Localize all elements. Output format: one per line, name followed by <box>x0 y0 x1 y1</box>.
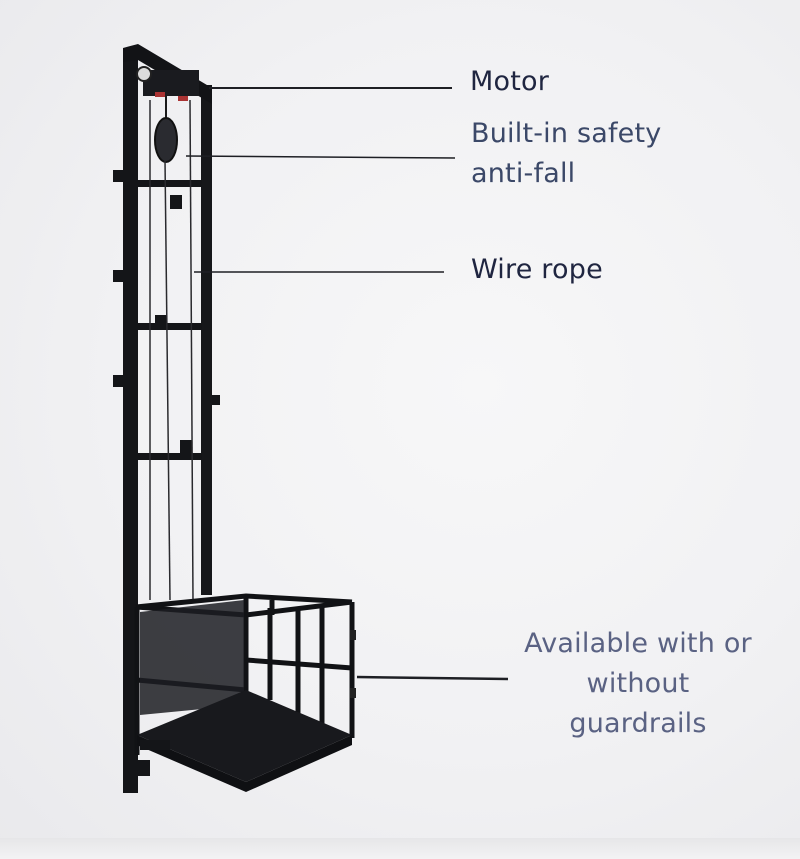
motor-light-left <box>155 92 165 97</box>
left-rail <box>123 48 138 793</box>
back-panel <box>140 600 244 715</box>
floor <box>0 838 800 859</box>
label-wire-rope: Wire rope <box>471 254 603 285</box>
motor-housing <box>143 70 199 96</box>
leader-line-guardrails <box>356 675 509 681</box>
wire-rope-2 <box>164 159 171 601</box>
cross-beam-1 <box>138 180 202 187</box>
label-motor: Motor <box>470 66 550 97</box>
cross-beam-3 <box>138 453 202 460</box>
cross-beam-2 <box>138 323 202 330</box>
safety-pulley <box>154 117 178 163</box>
gauge-icon <box>136 66 152 82</box>
motor-light-right <box>178 96 188 101</box>
wire-rope-3 <box>189 99 194 601</box>
label-guardrails: Available with or without guardrails <box>524 628 752 739</box>
platform-floor <box>137 690 352 782</box>
base-foot <box>124 760 150 776</box>
label-safety-anti-fall: Built-in safety anti-fall <box>471 118 662 189</box>
right-rail <box>201 85 212 595</box>
leader-line-safety <box>185 155 456 159</box>
